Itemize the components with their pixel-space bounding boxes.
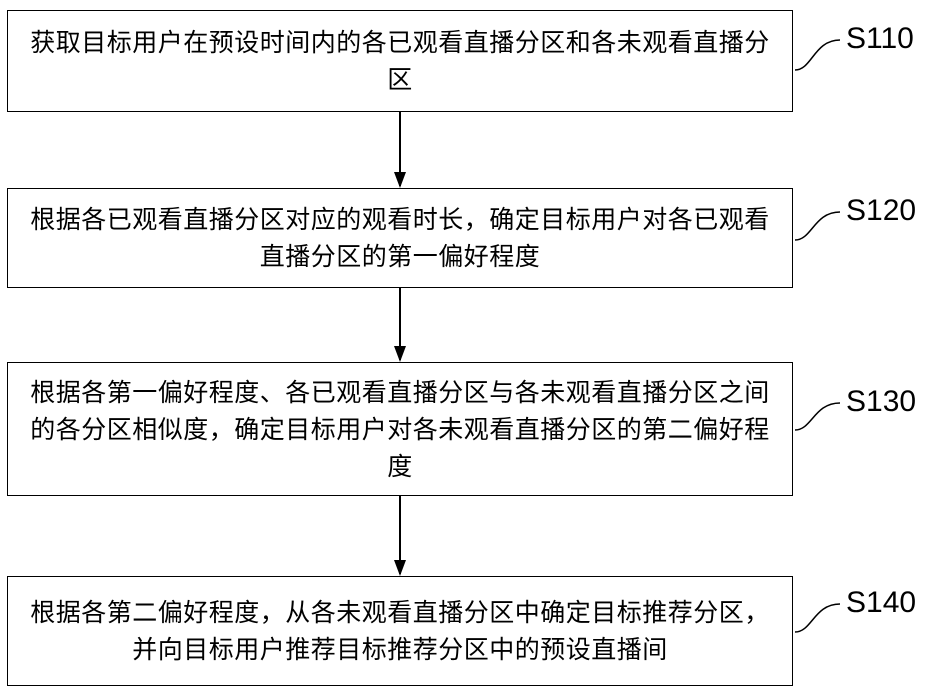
- step-box-s140: 根据各第二偏好程度，从各未观看直播分区中确定目标推荐分区，并向目标用户推荐目标推…: [7, 576, 793, 686]
- step-label-s130: S130: [846, 385, 916, 419]
- step-text-s130: 根据各第一偏好程度、各已观看直播分区与各未观看直播分区之间的各分区相似度，确定目…: [8, 374, 792, 485]
- step-box-s110: 获取目标用户在预设时间内的各已观看直播分区和各未观看直播分区: [7, 10, 793, 112]
- leader-s140: [795, 604, 840, 632]
- leader-s120: [795, 212, 840, 240]
- step-label-s120: S120: [846, 194, 916, 228]
- leader-s130: [795, 403, 840, 430]
- step-text-s110: 获取目标用户在预设时间内的各已观看直播分区和各未观看直播分区: [8, 24, 792, 98]
- leader-s110: [795, 40, 840, 70]
- step-box-s120: 根据各已观看直播分区对应的观看时长，确定目标用户对各已观看直播分区的第一偏好程度: [7, 188, 793, 288]
- step-box-s130: 根据各第一偏好程度、各已观看直播分区与各未观看直播分区之间的各分区相似度，确定目…: [7, 362, 793, 496]
- step-text-s140: 根据各第二偏好程度，从各未观看直播分区中确定目标推荐分区，并向目标用户推荐目标推…: [8, 594, 792, 668]
- step-label-s110: S110: [846, 22, 914, 56]
- step-text-s120: 根据各已观看直播分区对应的观看时长，确定目标用户对各已观看直播分区的第一偏好程度: [8, 201, 792, 275]
- step-label-s140: S140: [846, 586, 916, 620]
